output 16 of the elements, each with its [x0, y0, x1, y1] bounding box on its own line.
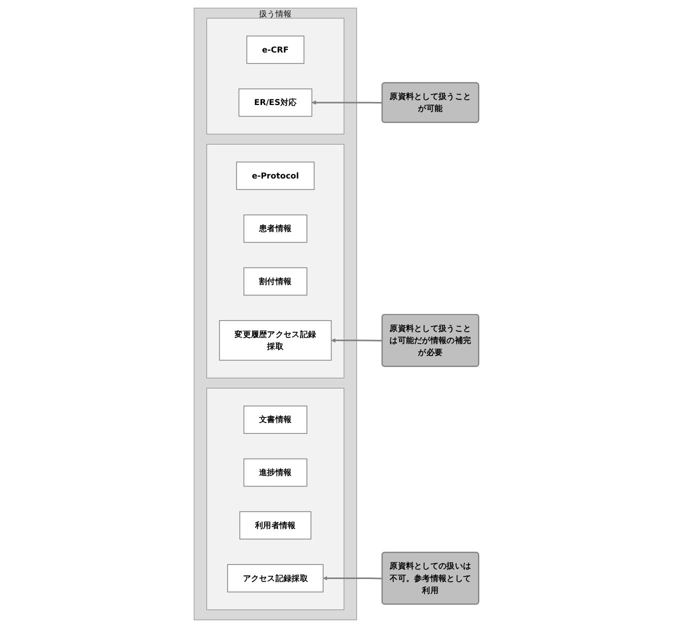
node-box: 利用者情報	[240, 511, 312, 540]
node-box: 変更履歴アクセス記録採取	[219, 320, 332, 361]
arrow	[323, 576, 382, 580]
cluster	[206, 144, 344, 378]
node-box: ER/ES対応	[238, 88, 312, 117]
node-box: e-CRF	[246, 36, 304, 64]
cluster	[206, 18, 344, 134]
cluster	[206, 388, 344, 610]
node-box: 文書情報	[244, 406, 308, 434]
node-box: 割付情報	[244, 267, 308, 296]
node-box: アクセス記録採取	[227, 564, 324, 592]
node-box: e-Protocol	[236, 162, 315, 190]
arrow	[312, 100, 382, 105]
node-box: 患者情報	[244, 214, 308, 243]
arrow	[331, 338, 382, 343]
node-box: 進捗情報	[244, 458, 308, 487]
